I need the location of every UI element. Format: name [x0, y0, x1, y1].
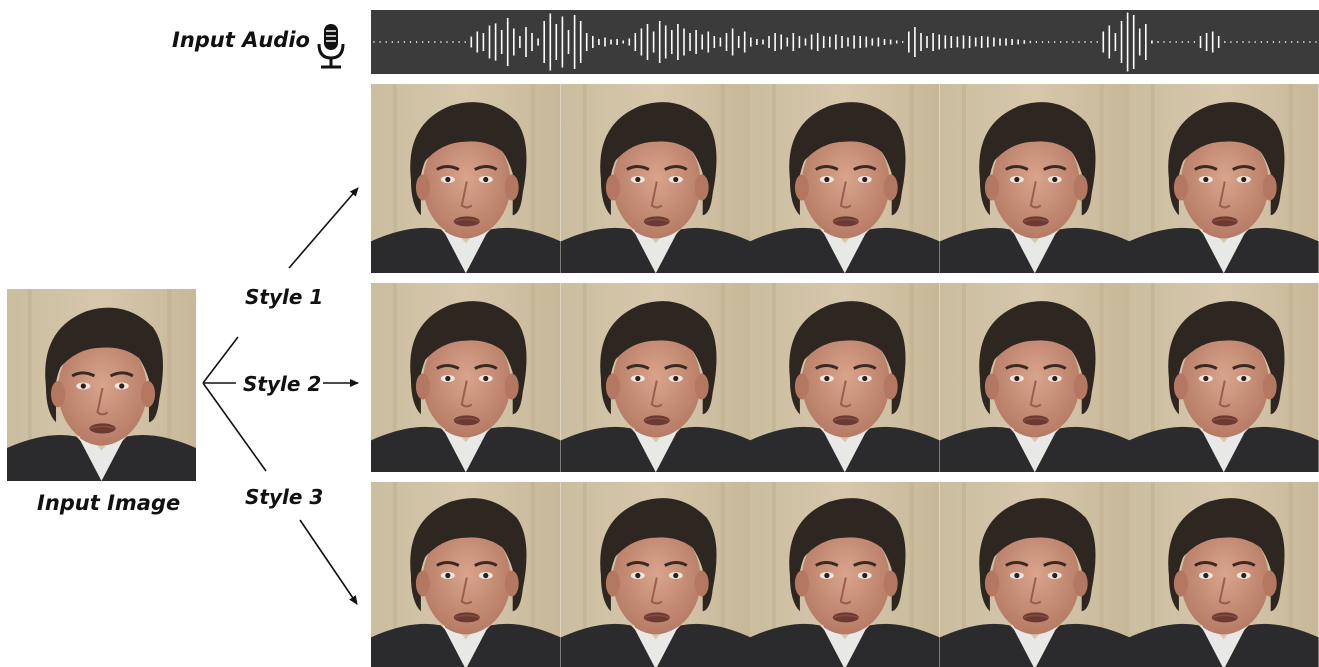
style-2-frame-4 [939, 283, 1130, 472]
style-1-frame-2 [560, 84, 751, 273]
style-1-frame-5 [1129, 84, 1319, 273]
style-3-label: Style 3 [245, 485, 324, 509]
style-3-frame-4 [939, 482, 1130, 667]
style-2-frame-3 [750, 283, 940, 472]
style-3-frame-3 [750, 482, 940, 667]
style-2-label: Style 2 [243, 372, 322, 396]
style-2-frame-5 [1129, 283, 1319, 472]
branch-line-1 [202, 336, 239, 384]
style-3-frames [371, 482, 1319, 667]
style-2-frame-1 [371, 283, 561, 472]
audio-waveform [371, 10, 1319, 74]
style-1-frames [371, 84, 1319, 273]
style-3-frame-2 [560, 482, 751, 667]
input-audio-label: Input Audio [172, 28, 310, 52]
style-1-frame-4 [939, 84, 1130, 273]
style-2-frames [371, 283, 1319, 472]
style-3-frame-5 [1129, 482, 1319, 667]
input-image [7, 289, 196, 481]
input-image-label: Input Image [37, 491, 181, 515]
microphone-icon [314, 22, 348, 70]
style-1-label: Style 1 [245, 285, 324, 309]
branch-line-3 [202, 382, 267, 472]
style-2-frame-2 [560, 283, 751, 472]
arrow-style-3 [299, 519, 358, 605]
style-3-frame-1 [371, 482, 561, 667]
style-1-frame-1 [371, 84, 561, 273]
arrow-style-1 [288, 187, 359, 269]
style-1-frame-3 [750, 84, 940, 273]
